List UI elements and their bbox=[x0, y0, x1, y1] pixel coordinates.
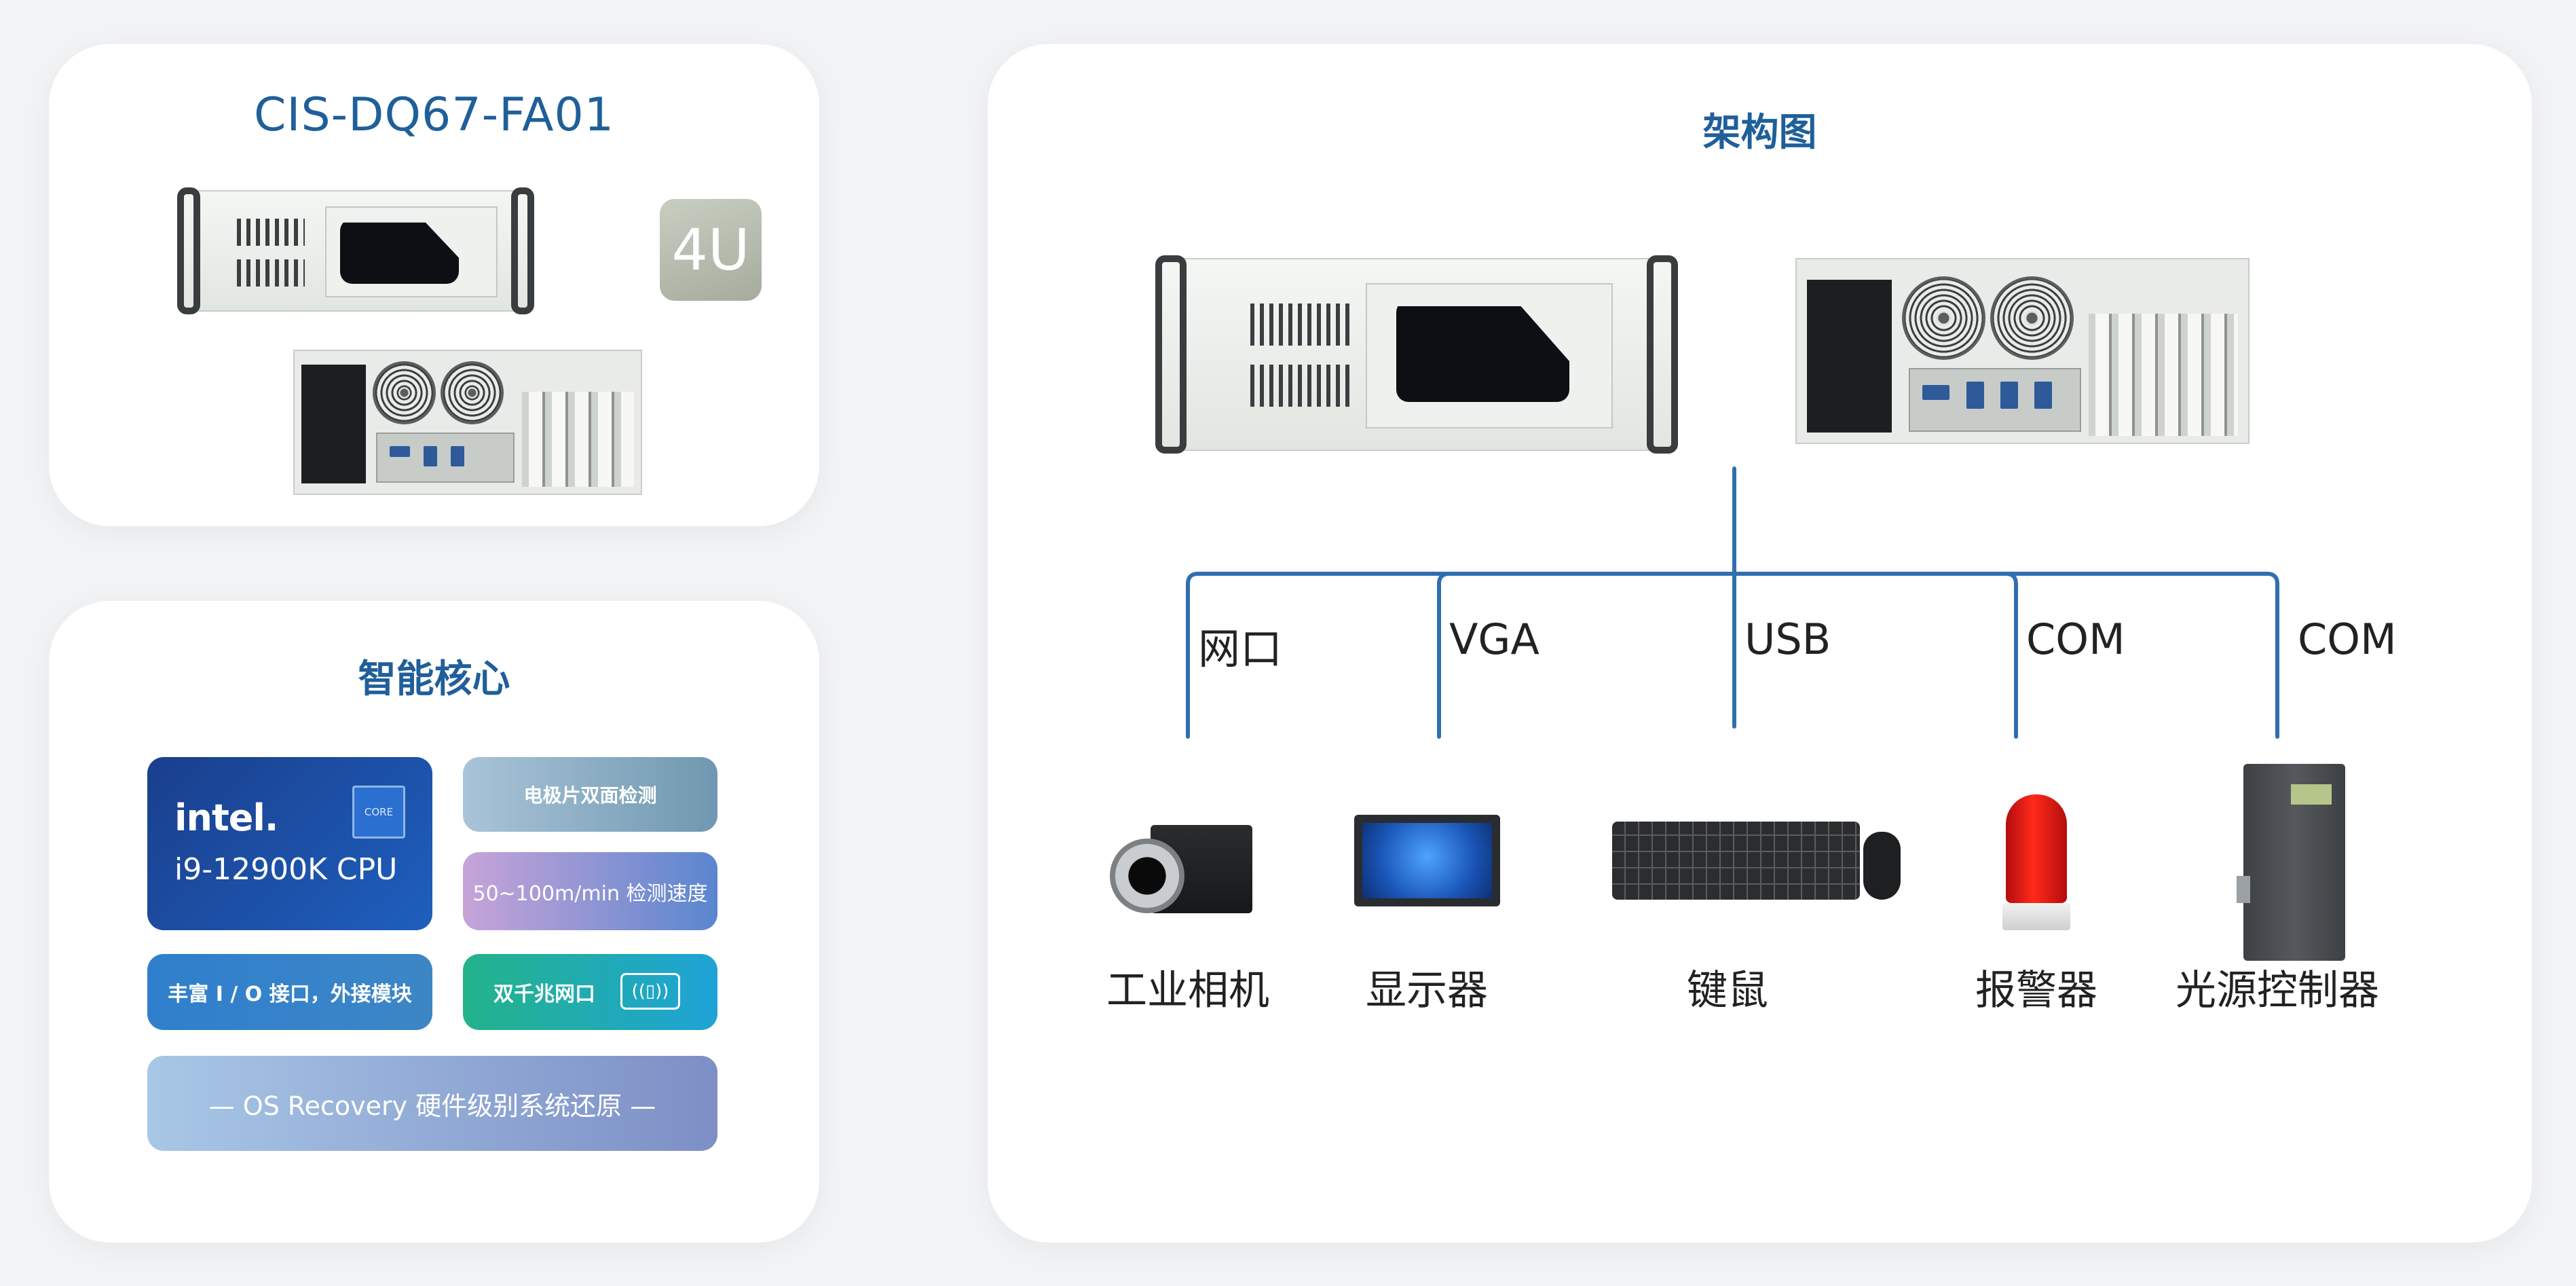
io-interface-tile: 丰富 I / O 接口，外接模块 bbox=[147, 954, 432, 1030]
core-title: 智能核心 bbox=[358, 657, 510, 701]
electrode-detect-tile: 电极片双面检测 bbox=[463, 757, 717, 832]
intel-logo-icon: intel. bbox=[174, 796, 278, 839]
dual-gigabit-tile: 双千兆网口 ((▯)) bbox=[463, 954, 717, 1030]
device-label-alarm: 报警器 bbox=[1975, 967, 2097, 1014]
detect-speed-tile: 50~100m/min 检测速度 bbox=[463, 852, 717, 930]
io-interface-text: 丰富 I / O 接口，外接模块 bbox=[168, 982, 412, 1006]
chassis-back-image bbox=[293, 350, 642, 495]
cpu-model-text: i9-12900K CPU bbox=[174, 852, 398, 887]
product-model-title: CIS-DQ67-FA01 bbox=[253, 88, 615, 142]
conn-label-usb: USB bbox=[1744, 614, 1831, 664]
bus-inner bbox=[1437, 572, 2018, 739]
conn-label-com-2: COM bbox=[2298, 614, 2397, 664]
electrode-detect-text: 电极片双面检测 bbox=[523, 784, 657, 807]
arch-chassis-back-image bbox=[1795, 258, 2250, 444]
conn-label-vga: VGA bbox=[1449, 614, 1539, 664]
device-label-monitor: 显示器 bbox=[1366, 967, 1488, 1014]
alarm-light-icon bbox=[1999, 794, 2074, 951]
architecture-card: 架构图 网口 VGA USB COM COM bbox=[988, 44, 2532, 1243]
core-card: 智能核心 intel. CORE i9-12900K CPU 电极片双面检测 5… bbox=[49, 601, 819, 1243]
rack-size-badge: 4U bbox=[660, 199, 762, 301]
cpu-tile: intel. CORE i9-12900K CPU bbox=[147, 757, 432, 930]
connection-lines bbox=[1186, 466, 2279, 739]
network-port-icon: ((▯)) bbox=[620, 973, 680, 1010]
os-recovery-tile: — OS Recovery 硬件级别系统还原 — bbox=[147, 1056, 717, 1151]
detect-speed-text: 50~100m/min 检测速度 bbox=[472, 881, 708, 906]
device-label-keyboard-mouse: 键鼠 bbox=[1687, 967, 1768, 1014]
os-recovery-text: — OS Recovery 硬件级别系统还原 — bbox=[208, 1090, 656, 1121]
arch-chassis-front-image bbox=[1155, 255, 1678, 454]
intel-core-badge-icon: CORE bbox=[352, 786, 405, 839]
light-controller-icon bbox=[2237, 764, 2349, 961]
device-label-light-controller: 光源控制器 bbox=[2176, 967, 2379, 1014]
device-label-camera: 工业相机 bbox=[1106, 967, 1269, 1014]
keyboard-mouse-icon bbox=[1612, 818, 1904, 906]
product-card: CIS-DQ67-FA01 4U bbox=[49, 44, 819, 526]
industrial-camera-icon bbox=[1110, 818, 1252, 920]
monitor-icon bbox=[1354, 815, 1500, 906]
conn-label-ethernet: 网口 bbox=[1198, 624, 1283, 674]
dual-gigabit-text: 双千兆网口 bbox=[493, 982, 595, 1006]
conn-label-com-1: COM bbox=[2026, 614, 2125, 664]
architecture-title: 架构图 bbox=[1702, 111, 1817, 155]
chassis-front-image bbox=[177, 187, 534, 314]
